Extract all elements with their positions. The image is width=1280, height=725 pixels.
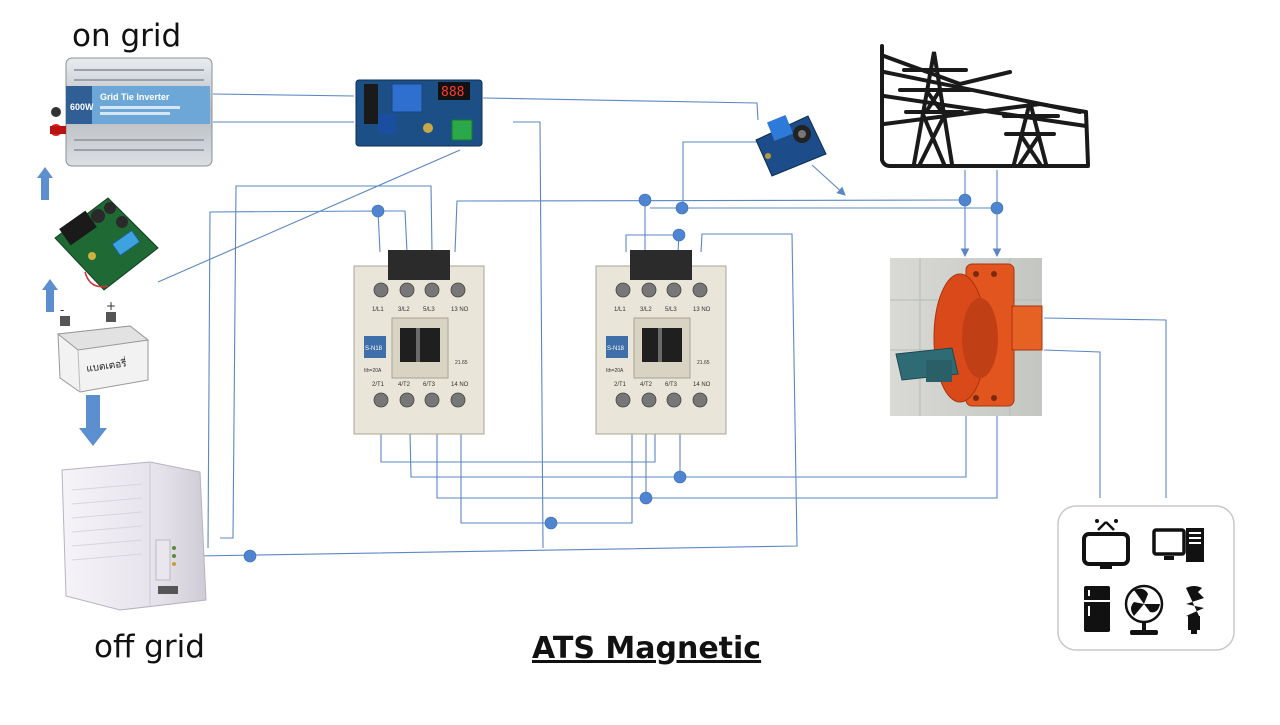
computer-icon: [1152, 528, 1204, 562]
inverter-name: Grid Tie Inverter: [100, 92, 170, 102]
battery-minus: -: [60, 303, 64, 317]
c2-model: S-N18: [607, 346, 625, 352]
wire-junctions: [243, 193, 1004, 563]
c2-term-bot-4: 14 NO: [693, 382, 711, 388]
ups-unit: [61, 461, 207, 611]
c1-term-top-1: 1/L1: [372, 307, 384, 313]
c2-code: 21.65: [697, 360, 710, 366]
c1-code: 21.65: [455, 360, 468, 366]
c1-term-top-3: 5/L3: [423, 307, 435, 313]
refrigerator-icon: [1084, 586, 1110, 632]
c2-term-top-1: 1/L1: [614, 307, 626, 313]
loads-panel: [1057, 505, 1235, 651]
battery-plus: +: [106, 299, 116, 313]
power-grid-icon: [880, 44, 1090, 168]
c2-term-bot-1: 2/T1: [614, 382, 627, 388]
off-grid-label: off grid: [94, 629, 205, 665]
c1-term-bot-2: 4/T2: [398, 382, 411, 388]
flow-up-arrow-2: [42, 279, 58, 312]
on-grid-label: on grid: [72, 18, 182, 54]
c2-rating: Ith=20A: [606, 368, 624, 374]
flow-up-arrow-1: [37, 167, 53, 200]
magnetic-contactor-2: 1/L1 3/L2 5/L3 13 NO S-N18 Ith=20A 21.65…: [595, 250, 727, 435]
grid-tie-inverter: 600W Grid Tie Inverter: [50, 57, 213, 167]
diagram-title: ATS Magnetic: [532, 631, 762, 666]
flow-down-arrow: [79, 395, 107, 446]
voltage-relay-module: 888: [355, 79, 483, 147]
inverter-power: 600W: [70, 102, 94, 112]
current-sensor-module: [755, 114, 827, 177]
wires: [157, 93, 1167, 557]
tv-icon: [1082, 519, 1130, 569]
c1-rating: Ith=20A: [364, 368, 382, 374]
c2-term-top-4: 13 NO: [693, 307, 711, 313]
c1-term-top-2: 3/L2: [398, 307, 410, 313]
magnetic-contactor-1: 1/L1 3/L2 5/L3 13 NO S-N18 Ith=20A 21.65…: [353, 250, 485, 435]
c1-term-bot-1: 2/T1: [372, 382, 385, 388]
c2-term-bot-3: 6/T3: [665, 382, 678, 388]
fan-icon: [1124, 584, 1164, 635]
c2-term-bot-2: 4/T2: [640, 382, 653, 388]
c2-term-top-3: 5/L3: [665, 307, 677, 313]
battery: - + แบตเตอรี่: [56, 299, 150, 393]
c1-term-bot-4: 14 NO: [451, 382, 469, 388]
c1-term-top-4: 13 NO: [451, 307, 469, 313]
c1-term-bot-3: 6/T3: [423, 382, 436, 388]
c2-term-top-2: 3/L2: [640, 307, 652, 313]
c1-model: S-N18: [365, 346, 383, 352]
transfer-switch: [890, 258, 1043, 416]
relay-display: 888: [441, 85, 464, 100]
light-bulb-icon: [1186, 586, 1204, 634]
dc-dc-converter: [54, 197, 159, 291]
